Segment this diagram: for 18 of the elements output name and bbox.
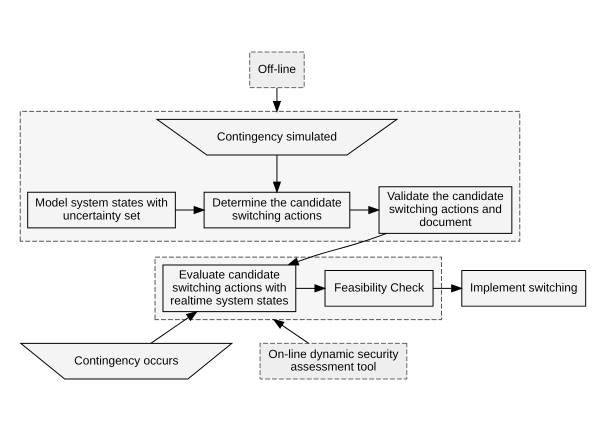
node-box: Evaluate candidate switching actions with realtime system states <box>162 264 296 312</box>
arrow <box>272 318 310 344</box>
node-box: Validate the candidate switching actions and document <box>378 186 512 234</box>
arrow <box>432 284 464 292</box>
node-box: Feasibility Check <box>324 270 434 306</box>
arrow <box>286 232 388 265</box>
arrow <box>150 310 198 344</box>
node-box: On-line dynamic security assessment tool <box>260 342 408 380</box>
cluster <box>20 110 520 242</box>
arrow <box>350 205 380 214</box>
node-box: Model system states with uncertainty set <box>27 191 176 228</box>
node-box: Implement switching <box>461 270 586 306</box>
arrow <box>296 284 326 292</box>
node-box: Off-line <box>249 50 305 88</box>
node-box: Determine the candidate switching actions <box>204 191 350 228</box>
arrow <box>175 205 206 214</box>
arrow <box>272 154 282 194</box>
arrow <box>272 86 282 112</box>
